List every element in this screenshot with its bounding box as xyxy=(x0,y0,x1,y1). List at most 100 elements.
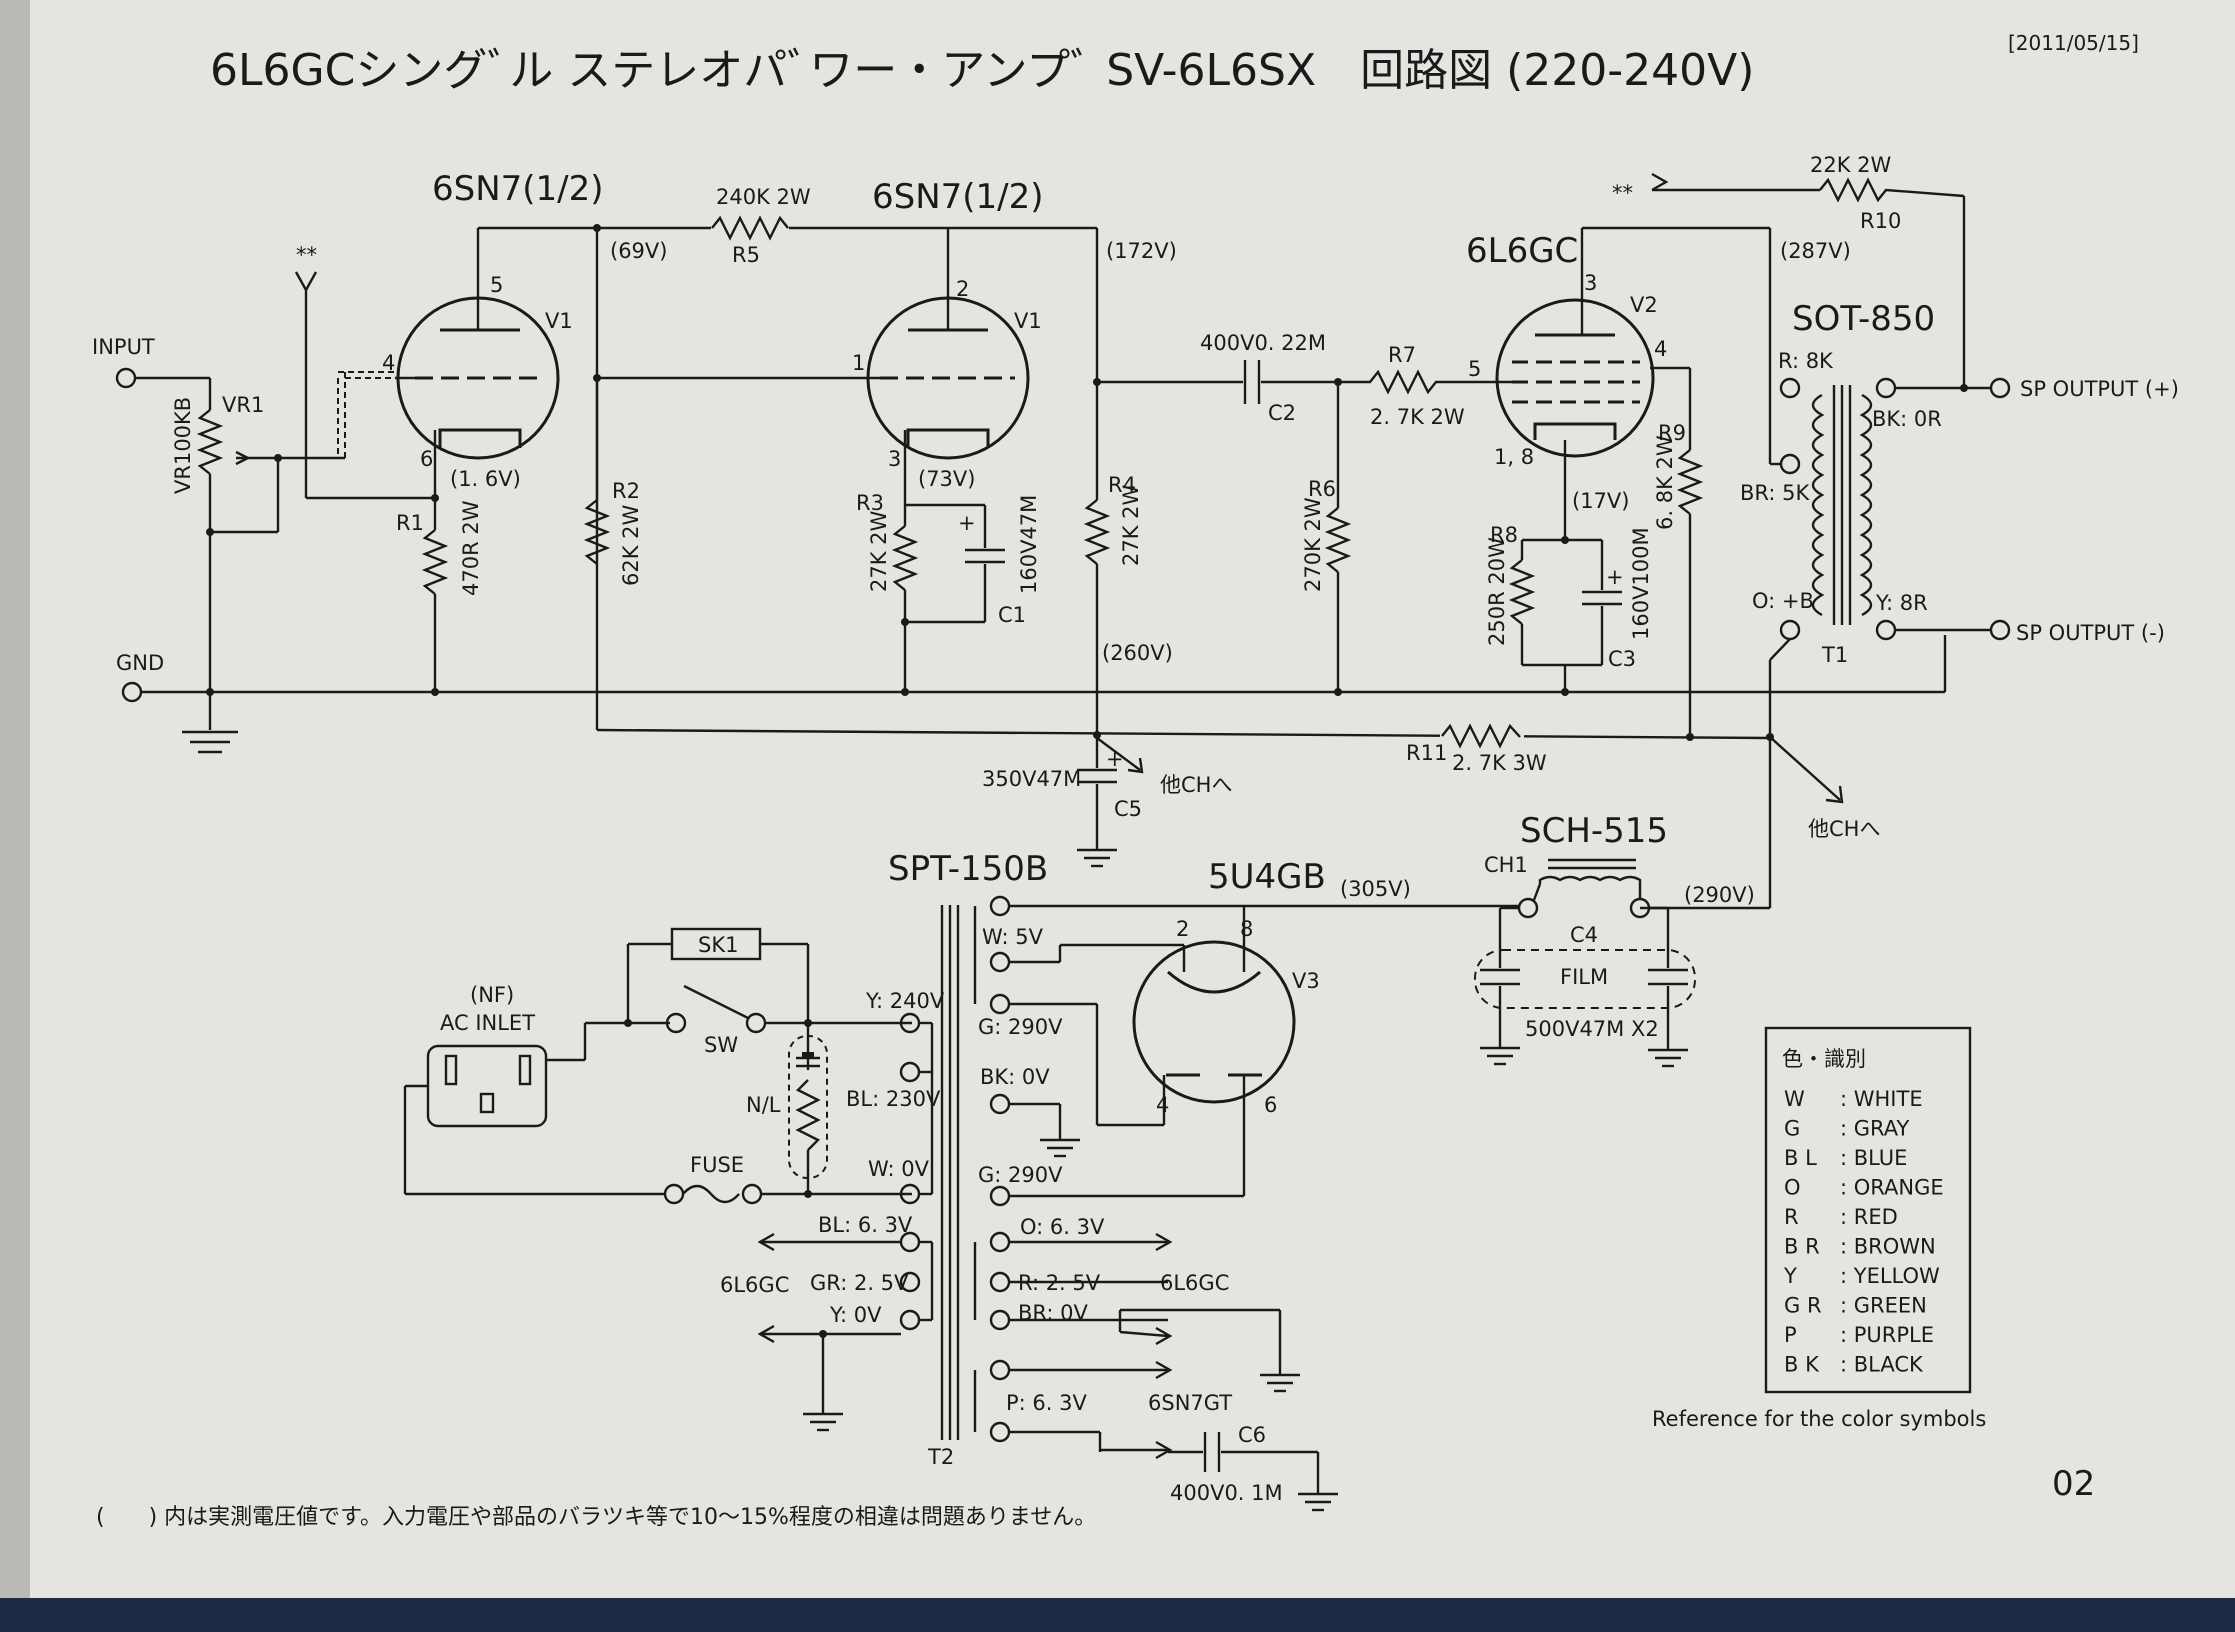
v1b-ref: V1 xyxy=(1014,309,1042,333)
v1a-tube xyxy=(395,228,560,498)
tap-bl230: BL: 230V xyxy=(846,1087,941,1111)
heater-6l6gc-left: 6L6GC xyxy=(720,1273,789,1297)
legend-name: : BLACK xyxy=(1840,1353,1924,1377)
v2-type: 6L6GC xyxy=(1466,231,1578,271)
legend-code: G xyxy=(1784,1117,1800,1141)
color-legend xyxy=(1764,1026,1972,1394)
v1b-tube xyxy=(597,228,1030,505)
v2-pin4: 4 xyxy=(1654,337,1667,361)
c6-label: C6 xyxy=(1238,1423,1266,1447)
choke-ch1 xyxy=(1517,858,1651,919)
ch1-label: CH1 xyxy=(1484,853,1528,877)
nfb-input-symbol xyxy=(294,271,435,500)
v1a-pin4: 4 xyxy=(382,351,395,375)
legend-name: : WHITE xyxy=(1840,1087,1923,1111)
r8-value: 250R 20W xyxy=(1485,537,1509,646)
voltage-290: (290V) xyxy=(1684,883,1755,907)
c5-capacitor: + xyxy=(1077,735,1144,868)
c6-value: 400V0. 1M xyxy=(1170,1481,1283,1505)
v1b-cathode-voltage: (73V) xyxy=(918,467,975,491)
noise-filter-nl xyxy=(788,1023,828,1194)
r6-value: 270K 2W xyxy=(1301,497,1325,592)
r4-label: R4 xyxy=(1108,473,1136,497)
tap-r8k: R: 8K xyxy=(1778,349,1834,373)
c3-capacitor: + xyxy=(1582,540,1624,665)
legend-code: B R xyxy=(1784,1235,1820,1259)
r10-label: R10 xyxy=(1860,209,1901,233)
c4-label: C4 xyxy=(1570,923,1598,947)
tap-g290-a: G: 290V xyxy=(978,1015,1063,1039)
other-channel-left: 他CHへ xyxy=(1160,773,1232,797)
tap-bl63: BL: 6. 3V xyxy=(818,1213,913,1237)
r9-resistor xyxy=(1676,368,1704,737)
t2-label: T2 xyxy=(927,1445,954,1469)
v1b-pin1: 1 xyxy=(852,351,865,375)
r10-value: 22K 2W xyxy=(1810,153,1892,177)
v3-rectifier-tube xyxy=(1132,906,1296,1125)
tap-y8r: Y: 8R xyxy=(1875,591,1928,615)
voltage-305: (305V) xyxy=(1340,877,1411,901)
nl-label: N/L xyxy=(746,1093,781,1117)
c5-label: C5 xyxy=(1114,797,1142,821)
legend-code: P xyxy=(1784,1323,1797,1347)
tap-p63: P: 6. 3V xyxy=(1006,1391,1087,1415)
sw-label: SW xyxy=(704,1033,738,1057)
r10-resistor xyxy=(1651,172,1966,388)
heater-6l6gc-right: 6L6GC xyxy=(1160,1271,1229,1295)
legend-name: : RED xyxy=(1840,1205,1898,1229)
v2-cathode-voltage: (17V) xyxy=(1572,489,1629,513)
r8-label: R8 xyxy=(1490,523,1518,547)
ac-inlet xyxy=(403,1023,666,1196)
heater-6sn7gt: 6SN7GT xyxy=(1148,1391,1232,1415)
power-switch xyxy=(585,927,912,1034)
v1a-pin5: 5 xyxy=(490,273,503,297)
legend-name: : YELLOW xyxy=(1840,1264,1940,1288)
r6-resistor xyxy=(1324,382,1352,692)
r9-label: R9 xyxy=(1658,421,1686,445)
c6-capacitor xyxy=(1098,1432,1338,1512)
v2-ref: V2 xyxy=(1630,293,1658,317)
tap-r25: R: 2. 5V xyxy=(1018,1271,1101,1295)
sk1-label: SK1 xyxy=(698,933,738,957)
r8-resistor xyxy=(1508,538,1602,692)
tap-w0v: W: 0V xyxy=(868,1157,930,1181)
c4-capacitor-film xyxy=(1474,906,1696,1068)
r9-value: 6. 8K 2W xyxy=(1653,435,1677,530)
vr1-label: VR1 xyxy=(222,393,264,417)
c3-value: 160V100M xyxy=(1629,527,1653,640)
legend-name: : GREEN xyxy=(1840,1294,1927,1318)
output-transformer-model: SOT-850 xyxy=(1792,299,1935,339)
legend-code: B K xyxy=(1784,1353,1820,1377)
tap-bk0v: BK: 0V xyxy=(980,1065,1050,1089)
input-label: INPUT xyxy=(92,335,155,359)
c5-value: 350V47M xyxy=(982,767,1081,791)
tap-g290-b: G: 290V xyxy=(978,1163,1063,1187)
c2-capacitor xyxy=(1097,360,1338,404)
secondary-taps xyxy=(973,895,1520,1460)
r7-resistor xyxy=(1338,369,1480,395)
r11-label: R11 xyxy=(1406,741,1447,765)
v3-pin4: 4 xyxy=(1156,1093,1169,1117)
v1b-pin2: 2 xyxy=(956,277,969,301)
v1a-cathode-voltage: (1. 6V) xyxy=(450,467,521,491)
power-transformer-model: SPT-150B xyxy=(888,849,1048,889)
voltage-69: (69V) xyxy=(610,239,667,263)
page-shadow xyxy=(0,0,30,1632)
rectifier-type: 5U4GB xyxy=(1208,857,1326,897)
legend-code: O xyxy=(1784,1176,1801,1200)
r7-value: 2. 7K 2W xyxy=(1370,405,1465,429)
tap-bk0r: BK: 0R xyxy=(1872,407,1942,431)
r11-value: 2. 7K 3W xyxy=(1452,751,1547,775)
r4-resistor xyxy=(1083,228,1111,735)
ground-symbol xyxy=(182,692,238,754)
r1-resistor xyxy=(421,498,449,692)
v3-ref: V3 xyxy=(1292,969,1320,993)
v1b-pin3: 3 xyxy=(888,447,901,471)
page-title: 6L6GCシングﾞル ステレオパﾞワー・アンプﾞ SV-6L6SX 回路図 (2… xyxy=(210,45,1754,96)
legend-name: : GRAY xyxy=(1840,1117,1909,1141)
junction-dots xyxy=(206,224,1968,1338)
r2-value: 62K 2W xyxy=(619,504,643,586)
legend-name: : BLUE xyxy=(1840,1146,1907,1170)
v1a-pin6: 6 xyxy=(420,447,433,471)
